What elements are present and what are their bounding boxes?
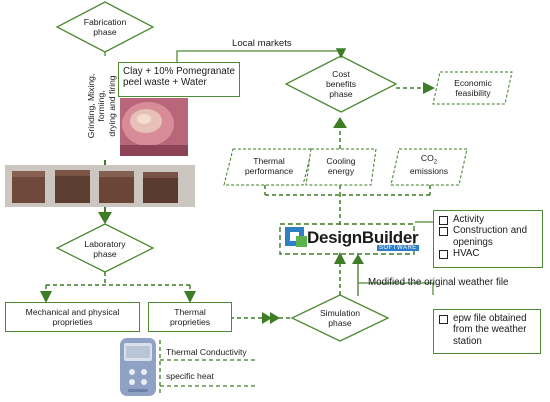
co2-emissions-shape [390,148,468,186]
input-hvac: HVAC [439,248,537,259]
cost-benefits-diamond [284,55,398,113]
local-markets-label: Local markets [232,38,292,49]
designbuilder-frame [279,223,415,255]
thermal-conductivity-label: Thermal Conductivity [166,347,247,357]
thermal-meter-picture [120,338,156,396]
modified-weather-label: Modified the original weather file [368,277,509,288]
software-tag: SOFTWARE [377,245,419,251]
specific-heat-label: specific heat [166,371,214,381]
cooling-energy-shape [305,148,377,186]
brick-samples-picture [5,165,195,207]
designbuilder-logo-icon [285,227,307,247]
designbuilder-wordmark: DesignBuilder [307,228,419,247]
peel-sample-picture [120,98,188,156]
co2-emissions-label: CO2 emissions [409,153,449,176]
economic-feasibility-shape [432,71,513,105]
thermal-performance-shape [223,148,313,186]
simulation-diamond [290,294,390,342]
fabrication-process-label: Grinding, Mixing, forming,drying and fir… [86,73,117,139]
input-activity: Activity [439,214,537,225]
